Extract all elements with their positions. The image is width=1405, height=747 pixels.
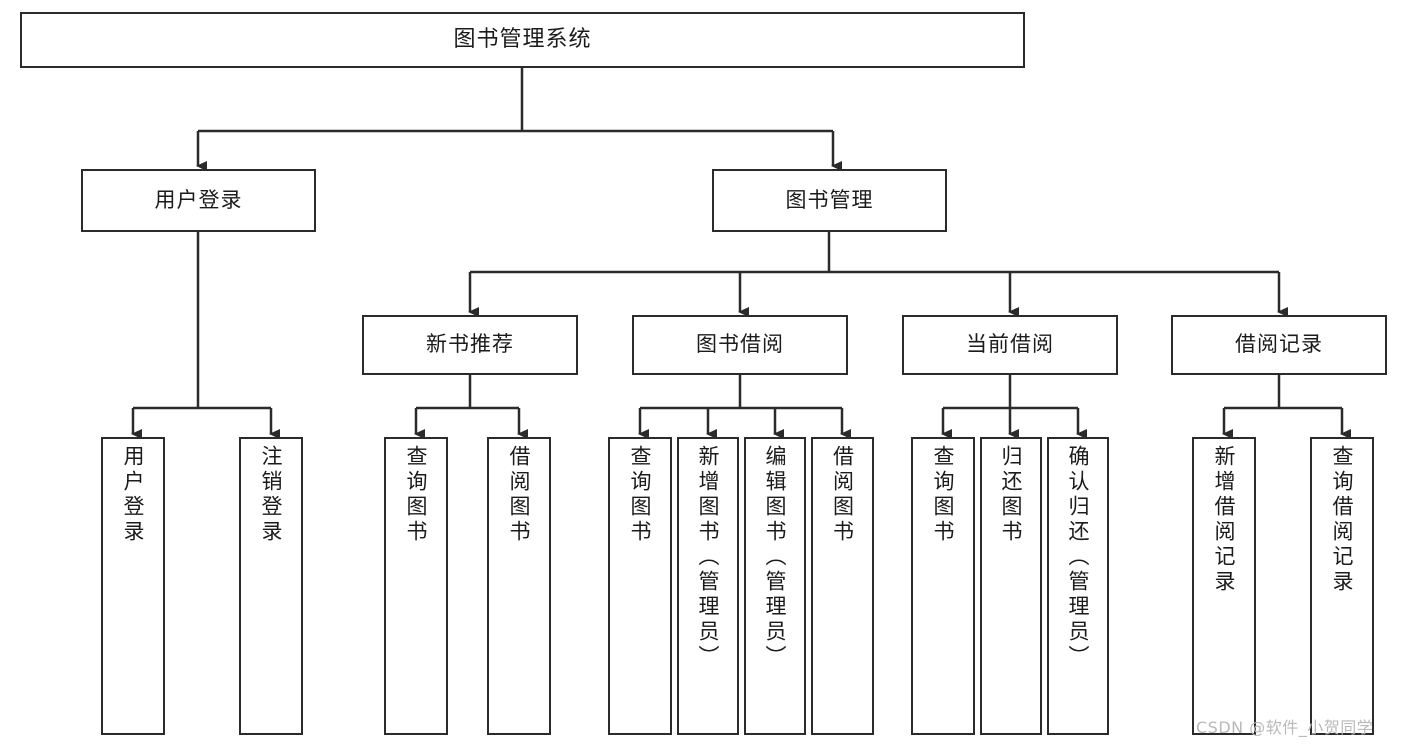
node-label: 新增借阅记录 <box>1212 445 1237 595</box>
node-label: 注销登录 <box>259 445 284 545</box>
node-label: 用户登录 <box>121 445 146 545</box>
leaf-logout[interactable]: 注销登录 <box>239 437 303 735</box>
node-new-book-recommend[interactable]: 新书推荐 <box>362 315 578 375</box>
node-label: 编辑图书（管理员） <box>763 445 788 670</box>
node-label: 查询图书 <box>628 445 653 545</box>
node-borrow-record[interactable]: 借阅记录 <box>1171 315 1387 375</box>
node-label: 查询图书 <box>931 445 956 545</box>
node-label: 查询借阅记录 <box>1330 445 1355 595</box>
node-label: 查询图书 <box>404 445 429 545</box>
node-label: 借阅图书 <box>830 445 855 545</box>
node-current-borrow[interactable]: 当前借阅 <box>902 315 1118 375</box>
leaf-borrow-book-newbook[interactable]: 借阅图书 <box>487 437 551 735</box>
node-label: 当前借阅 <box>966 332 1054 357</box>
node-label: 图书借阅 <box>696 332 784 357</box>
node-root-system[interactable]: 图书管理系统 <box>20 12 1025 68</box>
node-label: 图书管理系统 <box>453 26 592 52</box>
node-label: 用户登录 <box>154 187 243 212</box>
node-book-borrow[interactable]: 图书借阅 <box>632 315 848 375</box>
node-book-management[interactable]: 图书管理 <box>712 169 947 232</box>
node-label: 新增图书（管理员） <box>696 445 721 670</box>
leaf-edit-book-admin[interactable]: 编辑图书（管理员） <box>744 437 806 735</box>
leaf-add-book-admin[interactable]: 新增图书（管理员） <box>677 437 739 735</box>
node-label: 归还图书 <box>999 445 1024 545</box>
leaf-confirm-return-admin[interactable]: 确认归还（管理员） <box>1047 437 1109 735</box>
node-label: 借阅记录 <box>1235 332 1323 357</box>
node-label: 借阅图书 <box>507 445 532 545</box>
leaf-borrow-book-borrow[interactable]: 借阅图书 <box>811 437 874 735</box>
leaf-query-book-borrow[interactable]: 查询图书 <box>608 437 672 735</box>
leaf-query-book-newbook[interactable]: 查询图书 <box>384 437 448 735</box>
leaf-query-book-current[interactable]: 查询图书 <box>911 437 975 735</box>
node-label: 图书管理 <box>785 187 874 212</box>
leaf-query-borrow-record[interactable]: 查询借阅记录 <box>1310 437 1374 735</box>
leaf-return-book[interactable]: 归还图书 <box>980 437 1042 735</box>
node-user-login[interactable]: 用户登录 <box>81 169 316 232</box>
leaf-user-login[interactable]: 用户登录 <box>101 437 165 735</box>
leaf-add-borrow-record[interactable]: 新增借阅记录 <box>1192 437 1256 735</box>
csdn-watermark: CSDN @软件_小贺同学 <box>1196 718 1374 737</box>
node-label: 确认归还（管理员） <box>1066 445 1091 670</box>
node-label: 新书推荐 <box>426 332 514 357</box>
